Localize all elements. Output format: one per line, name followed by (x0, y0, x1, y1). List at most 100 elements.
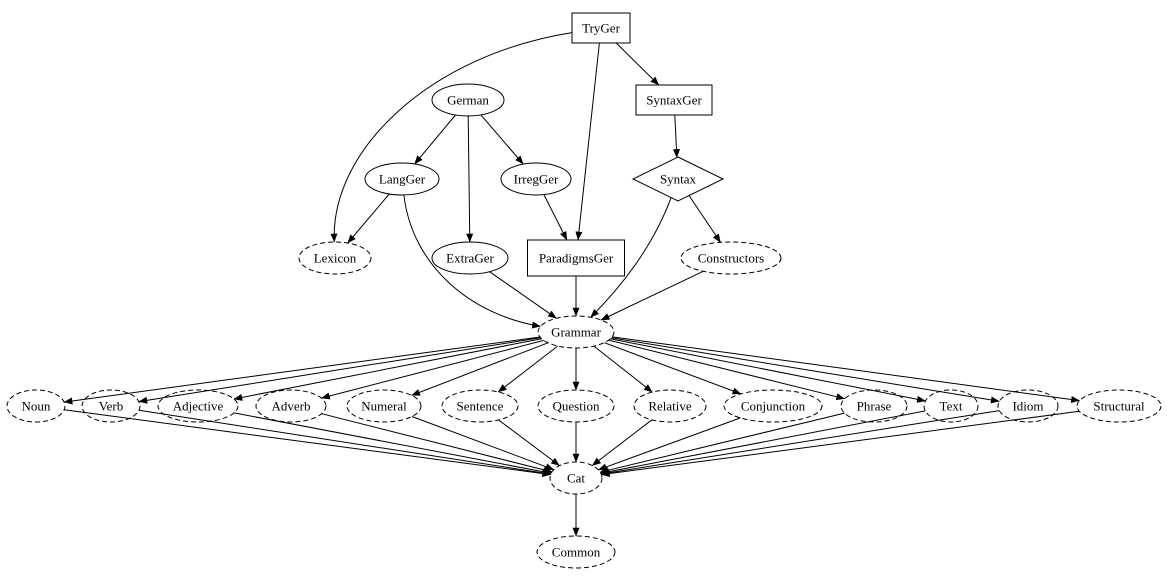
node-label-Constructors: Constructors (698, 250, 764, 265)
node-label-Grammar: Grammar (551, 324, 601, 339)
edge-Conjunction-to-Cat (597, 417, 741, 471)
node-shape-Structural (1076, 389, 1162, 423)
node-Lexicon: Lexicon (298, 241, 372, 275)
edge-Structural-to-Cat (600, 410, 1080, 477)
node-Relative: Relative (633, 389, 707, 423)
edge-LangGer-to-Grammar (403, 194, 541, 329)
edge-LangGer-to-Lexicon (347, 193, 390, 244)
node-Idiom: Idiom (997, 389, 1059, 423)
node-shape-Conjunction (723, 389, 823, 423)
node-shape-Syntax (631, 156, 725, 202)
node-label-Text: Text (940, 398, 963, 413)
node-German: German (431, 83, 505, 117)
node-shape-TryGer (571, 12, 631, 44)
node-IrregGer: IrregGer (500, 162, 572, 196)
edge-Grammar-to-Idiom (611, 337, 1000, 404)
node-Question: Question (537, 389, 615, 423)
edge-TryGer-to-Lexicon (330, 32, 573, 243)
node-Verb: Verb (81, 389, 141, 423)
edge-IrregGer-to-ParadigmsGer (543, 194, 568, 241)
node-label-Verb: Verb (99, 398, 124, 413)
edge-Noun-to-Cat (64, 409, 552, 477)
node-label-ExtraGer: ExtraGer (446, 250, 494, 265)
node-label-Idiom: Idiom (1012, 398, 1043, 413)
node-Noun: Noun (6, 389, 66, 423)
node-shape-IrregGer (500, 162, 572, 196)
node-Structural: Structural (1076, 389, 1162, 423)
node-LangGer: LangGer (364, 162, 440, 196)
node-shape-Adjective (157, 389, 239, 423)
edge-Verb-to-Cat (138, 409, 552, 477)
node-shape-LangGer (364, 162, 440, 196)
node-label-Lexicon: Lexicon (314, 250, 357, 265)
edge-Grammar-to-Relative (593, 345, 653, 393)
node-shape-Question (537, 389, 615, 423)
edge-Relative-to-Cat (591, 419, 653, 466)
node-shape-German (431, 83, 505, 117)
node-Conjunction: Conjunction (723, 389, 823, 423)
edge-Syntax-to-Constructors (688, 195, 721, 243)
node-Cat: Cat (549, 461, 603, 495)
node-shape-ParadigmsGer (527, 239, 625, 277)
edge-Grammar-to-Adverb (320, 339, 544, 400)
edge-Grammar-to-Verb (138, 337, 541, 404)
node-label-Noun: Noun (22, 398, 51, 413)
edge-Grammar-to-Text (610, 338, 926, 403)
node-Common: Common (536, 535, 616, 569)
node-shape-SyntaxGer (635, 84, 713, 116)
node-label-Numeral: Numeral (361, 398, 407, 413)
node-Constructors: Constructors (680, 241, 782, 275)
edge-SyntaxGer-to-Syntax (672, 114, 680, 158)
node-shape-Adverb (255, 389, 327, 423)
edge-Sentence-to-Cat (498, 419, 560, 467)
node-shape-Constructors (680, 241, 782, 275)
node-label-SyntaxGer: SyntaxGer (646, 92, 702, 107)
edge-Constructors-to-Grammar (600, 270, 704, 321)
edge-Syntax-to-Grammar (590, 197, 672, 318)
node-shape-ExtraGer (431, 241, 509, 275)
edge-ExtraGer-to-Grammar (489, 271, 557, 319)
node-ParadigmsGer: ParadigmsGer (527, 239, 625, 277)
edge-TryGer-to-SyntaxGer (615, 42, 660, 86)
node-label-Adjective: Adjective (173, 398, 224, 413)
edge-Grammar-to-Structural (612, 336, 1080, 403)
node-label-Phrase: Phrase (857, 398, 892, 413)
node-shape-Sentence (441, 389, 519, 423)
edge-Grammar-to-Numeral (411, 342, 549, 396)
edge-Grammar-to-Noun (63, 336, 540, 405)
edge-German-to-LangGer (414, 114, 456, 165)
node-label-Common: Common (552, 544, 601, 559)
node-shape-Verb (81, 389, 141, 423)
edge-German-to-IrregGer (480, 114, 524, 165)
node-TryGer: TryGer (571, 12, 631, 44)
node-label-Adverb: Adverb (272, 398, 311, 413)
node-Text: Text (923, 389, 979, 423)
node-ExtraGer: ExtraGer (431, 241, 509, 275)
node-label-ParadigmsGer: ParadigmsGer (539, 250, 614, 265)
node-Adverb: Adverb (255, 389, 327, 423)
node-Syntax: Syntax (631, 156, 725, 202)
node-Adjective: Adjective (157, 389, 239, 423)
node-shape-Lexicon (298, 241, 372, 275)
node-label-Syntax: Syntax (660, 171, 697, 186)
node-label-Sentence: Sentence (457, 398, 504, 413)
node-label-Structural: Structural (1093, 398, 1145, 413)
edge-Numeral-to-Cat (411, 416, 555, 471)
node-SyntaxGer: SyntaxGer (635, 84, 713, 116)
node-label-TryGer: TryGer (582, 20, 620, 35)
edge-Grammar-to-Sentence (497, 345, 559, 393)
node-label-Conjunction: Conjunction (741, 398, 806, 413)
edge-Idiom-to-Cat (600, 410, 1000, 477)
node-Phrase: Phrase (840, 389, 908, 423)
edge-TryGer-to-ParadigmsGer (575, 42, 600, 241)
node-shape-Numeral (346, 389, 422, 423)
edge-Grammar-to-Adjective (233, 338, 542, 401)
node-label-German: German (447, 92, 489, 107)
node-shape-Cat (549, 461, 603, 495)
node-shape-Grammar (537, 315, 615, 349)
edge-Adverb-to-Cat (321, 413, 553, 474)
node-Numeral: Numeral (346, 389, 422, 423)
